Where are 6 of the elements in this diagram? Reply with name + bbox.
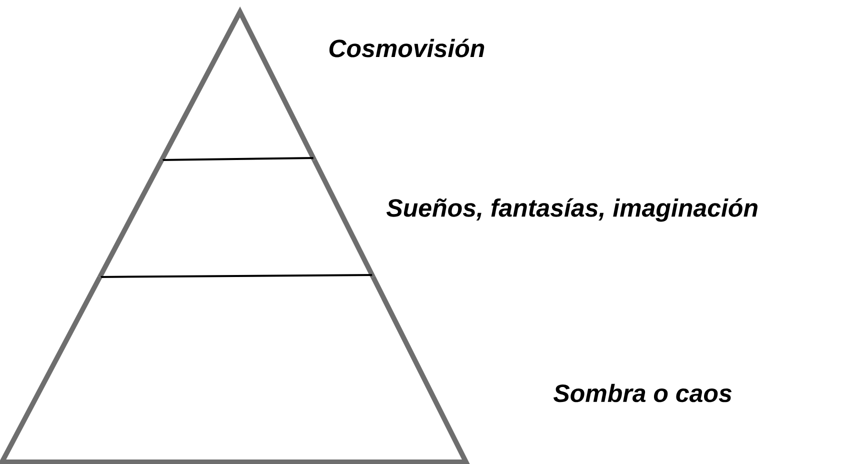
pyramid-level bbox=[98, 157, 376, 278]
level-label: Cosmovisión bbox=[329, 38, 484, 58]
pyramid-level bbox=[160, 6, 317, 162]
pyramid-level bbox=[0, 274, 470, 464]
level-label: Sombra o caos bbox=[554, 384, 732, 402]
level-label: Sueños, fantasías, imaginación bbox=[386, 198, 758, 222]
